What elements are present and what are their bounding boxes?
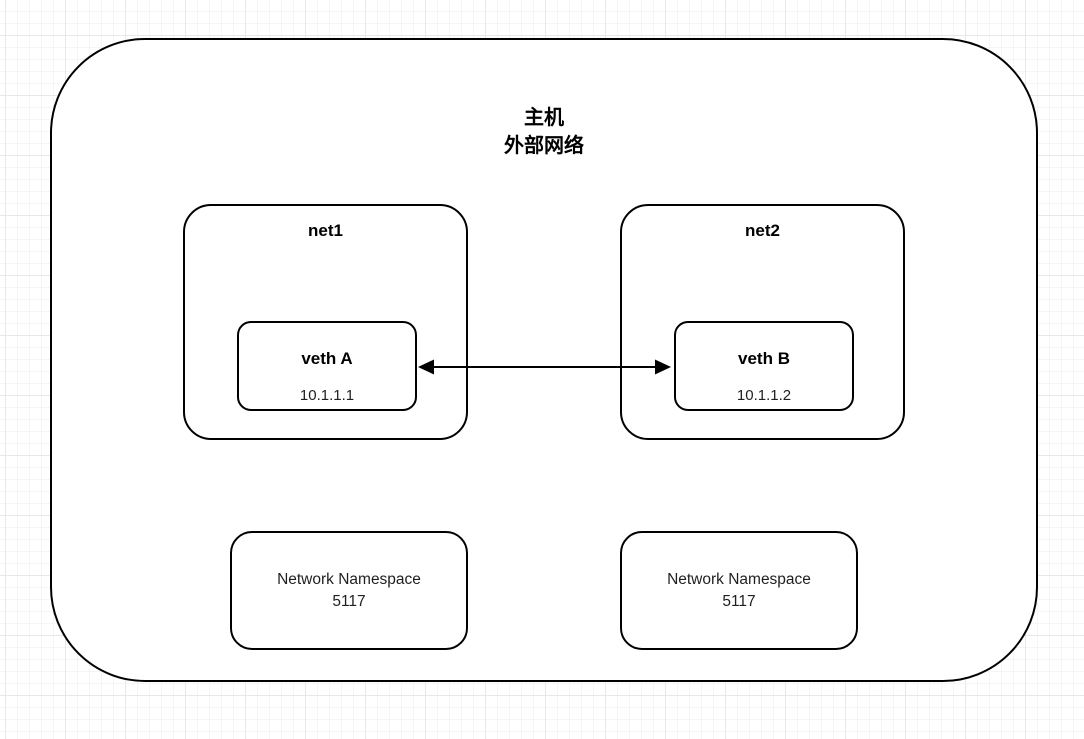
namespace-box-right: Network Namespace 5117 — [620, 531, 858, 650]
arrowhead-right-icon — [655, 359, 671, 375]
net2-box: net2 veth B 10.1.1.2 — [620, 204, 905, 440]
veth-b-box: veth B 10.1.1.2 — [674, 321, 854, 411]
host-container-shape: 主机 外部网络 net1 veth A 10.1.1.1 net2 veth B… — [50, 38, 1038, 682]
namespace-right-line1: Network Namespace — [667, 570, 811, 588]
namespace-left-line2: 5117 — [332, 592, 366, 610]
host-title-line2: 外部网络 — [504, 135, 584, 157]
net2-label: net2 — [745, 221, 780, 240]
veth-b-label: veth B — [738, 349, 790, 368]
namespace-box-left: Network Namespace 5117 — [230, 531, 468, 650]
net1-label: net1 — [308, 221, 343, 240]
namespace-right-line2: 5117 — [722, 592, 756, 610]
veth-a-box: veth A 10.1.1.1 — [237, 321, 417, 411]
host-title: 主机 外部网络 — [52, 104, 1036, 160]
veth-a-ip: 10.1.1.1 — [299, 387, 355, 404]
namespace-left-line1: Network Namespace — [277, 570, 421, 588]
net1-box: net1 veth A 10.1.1.1 — [183, 204, 468, 440]
host-title-line1: 主机 — [524, 107, 564, 129]
veth-b-ip: 10.1.1.2 — [736, 387, 792, 404]
veth-connection-arrow — [418, 359, 671, 375]
veth-a-label: veth A — [301, 349, 353, 368]
arrowhead-left-icon — [418, 359, 434, 375]
